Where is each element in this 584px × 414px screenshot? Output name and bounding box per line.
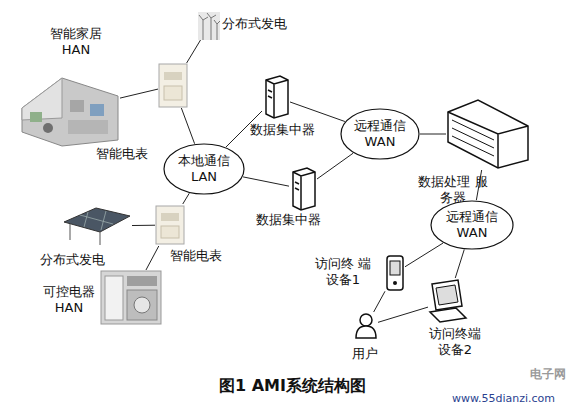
connector-line — [420, 134, 446, 135]
node-label: 访问终端 设备2 — [422, 326, 488, 358]
network-ellipse: 远程通信 WAN — [340, 108, 420, 160]
node-label: 本地通信 LAN — [174, 153, 234, 185]
connector-line — [183, 193, 190, 204]
network-ellipse: 远程通信 WAN — [430, 200, 514, 250]
meter-picture — [156, 206, 184, 244]
generation-node: 分布式发电 — [198, 12, 220, 40]
node-label: 数据集中器 — [256, 212, 321, 228]
node-label: 远程通信 WAN — [350, 118, 410, 150]
meter-picture — [159, 64, 187, 107]
ellipse-content: 本地通信 LAN — [163, 143, 245, 195]
connector-line — [378, 307, 428, 322]
user-node: 用户 — [354, 312, 378, 340]
concentrator-picture — [266, 76, 288, 118]
watermark: 电子网 — [530, 366, 566, 383]
home-node: 智能家居 HAN — [20, 75, 120, 145]
meter-node: 智能电表 — [155, 204, 185, 246]
terminal-node: 访问终端 设备2 — [428, 278, 468, 324]
server-picture — [448, 100, 528, 168]
connector-line — [243, 177, 289, 186]
node-label: 访问终 端设备1 — [314, 256, 372, 288]
server-node: 数据处理 服务器 — [446, 98, 530, 170]
ellipse-content: 远程通信 WAN — [340, 108, 420, 160]
node-label: 智能电表 — [96, 146, 148, 162]
connector-line — [132, 225, 155, 226]
appliance-node: 可控电器 HAN — [100, 270, 162, 326]
node-label: 智能家居 HAN — [44, 26, 108, 58]
network-ellipse: 本地通信 LAN — [163, 143, 245, 195]
phone-picture — [387, 256, 403, 290]
connector-line — [374, 291, 385, 312]
appliance-picture — [101, 271, 161, 324]
concentrator-picture — [293, 168, 315, 210]
node-label: 分布式发电 — [222, 16, 287, 32]
connector-line — [290, 102, 345, 122]
generation-node: 分布式发电 — [62, 206, 132, 246]
node-label: 分布式发电 — [40, 252, 105, 268]
concentrator-node: 数据集中器 — [262, 75, 290, 119]
house-picture — [22, 78, 118, 146]
node-label: 用户 — [352, 346, 378, 362]
node-label: 数据集中器 — [250, 122, 315, 138]
connector-line — [187, 40, 201, 63]
concentrator-node: 数据集中器 — [289, 167, 317, 211]
computer-picture — [430, 280, 466, 322]
watermark: www.55dianzi.com — [452, 392, 555, 405]
connector-line — [455, 250, 464, 278]
solar-panel-picture — [64, 208, 130, 245]
terminal-node: 访问终 端设备1 — [385, 254, 405, 292]
meter-node: 智能电表 — [158, 63, 188, 108]
node-label: 远程通信 WAN — [442, 209, 502, 241]
connector-line — [317, 153, 353, 179]
wind-turbine-picture — [198, 12, 220, 40]
figure-caption: 图1 AMI系统结构图 — [219, 376, 366, 397]
connector-line — [181, 108, 194, 144]
connector-line — [146, 246, 159, 270]
connector-line — [405, 243, 443, 267]
node-label: 可控电器 HAN — [38, 284, 100, 316]
node-label: 智能电表 — [170, 248, 222, 264]
connector-line — [120, 89, 158, 98]
user-picture — [356, 314, 376, 338]
ellipse-content: 远程通信 WAN — [430, 200, 514, 250]
